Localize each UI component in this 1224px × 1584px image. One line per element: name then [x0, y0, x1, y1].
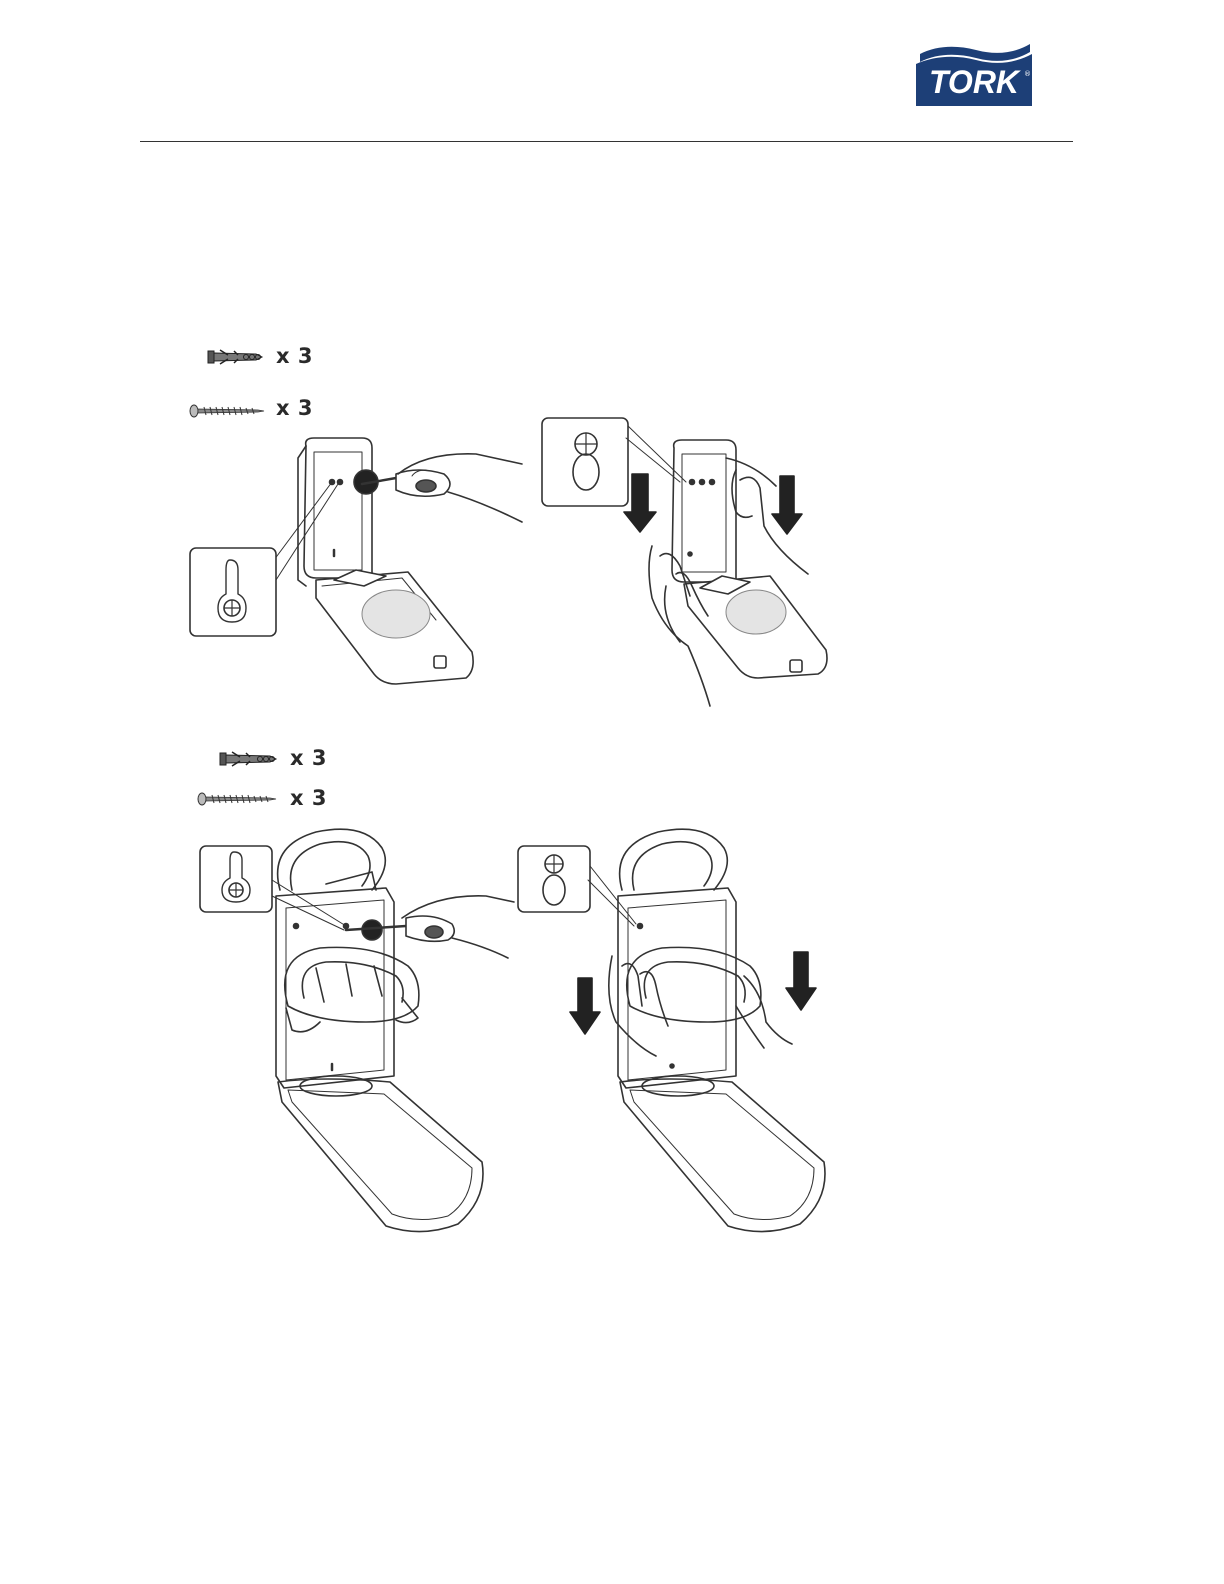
wall-plug-icon [206, 346, 266, 372]
large-dispenser-hang-step [516, 826, 836, 1250]
screw-icon [188, 402, 266, 424]
large-dispenser-mounting-screw-step [196, 826, 516, 1250]
screw-quantity: x 3 [290, 786, 327, 810]
screw-quantity: x 3 [276, 396, 313, 420]
header-divider [140, 141, 1073, 142]
compact-dispenser-hang-step [540, 416, 840, 712]
anchor-quantity: x 3 [290, 746, 327, 770]
svg-text:®: ® [1024, 70, 1031, 78]
tork-logo: TORK ® [914, 40, 1034, 108]
screw-icon [196, 790, 278, 812]
compact-dispenser-mounting-screw-step [186, 430, 536, 714]
wall-plug-icon [218, 748, 280, 774]
brand-text: TORK [929, 64, 1022, 100]
anchor-quantity: x 3 [276, 344, 313, 368]
